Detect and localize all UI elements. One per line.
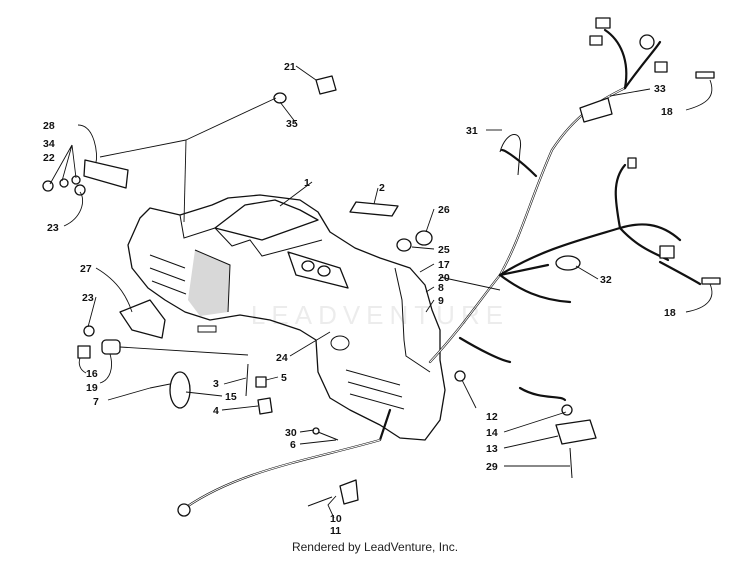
callout-4: 4 <box>213 405 219 417</box>
callout-2: 2 <box>379 182 385 194</box>
callout-9: 9 <box>438 295 444 307</box>
callout-27: 27 <box>80 263 92 275</box>
callout-3: 3 <box>213 378 219 390</box>
callout-25: 25 <box>438 244 450 256</box>
housing-cavity <box>188 250 230 316</box>
callout-16: 16 <box>86 368 98 380</box>
callout-11: 11 <box>330 525 341 537</box>
callout-32: 32 <box>600 274 612 286</box>
callout-31: 31 <box>466 125 478 137</box>
callout-1: 1 <box>304 177 310 189</box>
callout-15: 15 <box>225 391 237 403</box>
leader-lines <box>49 65 713 519</box>
callout-23-left: 23 <box>82 292 94 304</box>
key-switch <box>101 339 121 355</box>
wire-harness <box>428 17 721 402</box>
callout-18-top: 18 <box>661 106 673 118</box>
callout-6: 6 <box>290 439 296 451</box>
decal-strip <box>349 201 399 217</box>
callout-29: 29 <box>486 461 498 473</box>
callout-7: 7 <box>93 396 99 408</box>
callout-20: 20 <box>438 272 450 284</box>
connector-21 <box>315 75 337 95</box>
callout-17: 17 <box>438 259 450 271</box>
console-housing <box>127 194 446 441</box>
credit-line: Rendered by LeadVenture, Inc. <box>291 540 459 554</box>
callout-13: 13 <box>486 443 498 455</box>
callout-5: 5 <box>281 372 287 384</box>
visor-panel <box>214 199 319 241</box>
callout-21: 21 <box>284 61 296 73</box>
callout-19: 19 <box>86 382 98 394</box>
callout-22: 22 <box>43 152 55 164</box>
switch-key <box>77 345 91 359</box>
rectifier <box>555 419 597 445</box>
callout-35: 35 <box>286 118 298 130</box>
callout-26: 26 <box>438 204 450 216</box>
callout-8: 8 <box>438 282 444 294</box>
switch-bracket <box>119 299 166 339</box>
callout-18-right: 18 <box>664 307 676 319</box>
callout-34: 34 <box>43 138 55 150</box>
callout-33: 33 <box>654 83 666 95</box>
callout-12: 12 <box>486 411 498 423</box>
callout-labels: 1 2 3 4 5 6 7 8 9 10 11 12 13 14 15 16 1… <box>43 61 676 537</box>
watermark: LEADVENTURE <box>250 300 510 330</box>
callout-30: 30 <box>285 427 297 439</box>
mount-plate <box>83 159 129 189</box>
callout-24: 24 <box>276 352 288 364</box>
indicator-light <box>169 371 191 409</box>
callout-14: 14 <box>486 427 498 439</box>
callout-28: 28 <box>43 120 55 132</box>
callout-23-top: 23 <box>47 222 59 234</box>
callout-10: 10 <box>330 513 342 525</box>
